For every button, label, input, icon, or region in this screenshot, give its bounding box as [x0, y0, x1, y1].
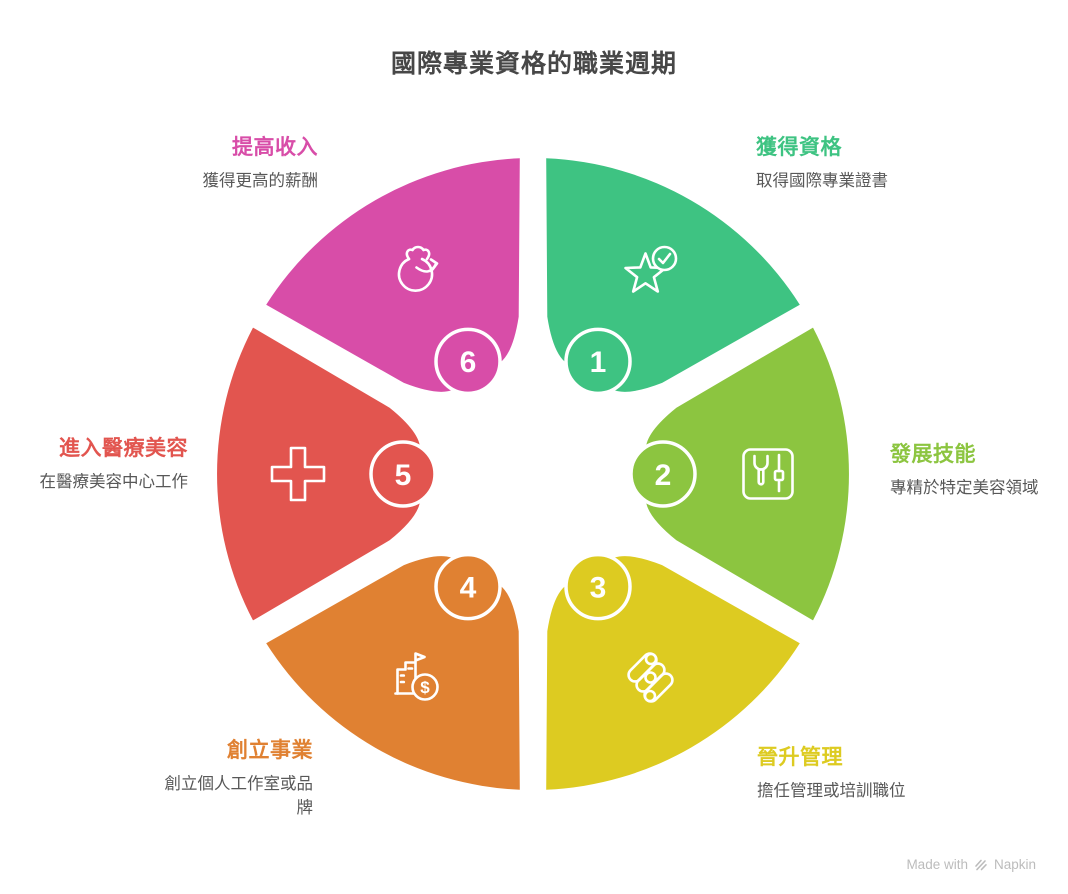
- tools-icon: [742, 448, 794, 500]
- badge-number: 4: [460, 571, 477, 604]
- badge-number: 3: [590, 571, 607, 604]
- badge-number: 6: [460, 346, 477, 379]
- badge-number: 5: [395, 459, 412, 492]
- segment-label-6: 提高收入 獲得更高的薪酬: [203, 135, 319, 194]
- segment-heading: 提高收入: [232, 136, 318, 159]
- segment-label-5: 進入醫療美容 在醫療美容中心工作: [40, 436, 189, 495]
- svg-text:$: $: [420, 678, 430, 697]
- segment-description: 在醫療美容中心工作: [39, 473, 189, 492]
- segment-1-number-badge: 1: [564, 327, 632, 396]
- segment-5-wedge: [217, 327, 421, 621]
- segment-2-wedge: [645, 327, 849, 621]
- segment-description: 擔任管理或培訓職位: [757, 782, 906, 801]
- building-dollar-icon: $: [394, 652, 439, 701]
- segment-5-number-badge: 5: [369, 440, 437, 508]
- badge-circle: [434, 552, 502, 621]
- footer-brand: Napkin: [993, 857, 1036, 872]
- badge-number: 1: [590, 346, 607, 379]
- segment-4-number-badge: 4: [434, 552, 502, 621]
- segment-description: 取得國際專業證書: [756, 172, 888, 191]
- badge-number: 2: [655, 459, 672, 492]
- segment-6-number-badge: 6: [434, 327, 502, 396]
- growth-steps-icon: [627, 652, 674, 703]
- segment-heading: 晉升管理: [757, 746, 843, 769]
- segment-label-3: 晉升管理 擔任管理或培訓職位: [757, 745, 906, 804]
- segment-heading: 獲得資格: [756, 136, 842, 159]
- segment-description: 創立個人工作室或品牌: [164, 775, 314, 817]
- segment-description: 專精於特定美容領域: [890, 479, 1039, 498]
- segment-label-1: 獲得資格 取得國際專業證書: [756, 135, 888, 194]
- segment-label-2: 發展技能 專精於特定美容領域: [890, 442, 1039, 501]
- badge-circle: [564, 327, 632, 396]
- money-bag-icon: [397, 245, 439, 292]
- badge-circle: [629, 440, 697, 508]
- segment-description: 獲得更高的薪酬: [202, 172, 319, 191]
- page-title: 國際專業資格的職業週期: [390, 50, 677, 78]
- medical-cross-icon: [270, 446, 326, 502]
- segment-2-number-badge: 2: [629, 440, 697, 508]
- segment-heading: 創立事業: [227, 739, 313, 762]
- made-with-napkin-link[interactable]: Made with Napkin: [906, 857, 1036, 872]
- footer-prefix: Made with: [906, 857, 968, 872]
- napkin-logo-icon: [975, 859, 987, 870]
- segment-label-4: 創立事業 創立個人工作室或品牌: [161, 738, 314, 820]
- badge-circle: [564, 552, 632, 621]
- badge-circle: [434, 327, 502, 396]
- star-check-icon: [624, 245, 678, 293]
- segment-heading: 進入醫療美容: [59, 437, 188, 460]
- segment-3-number-badge: 3: [564, 552, 632, 621]
- segment-heading: 發展技能: [890, 443, 976, 466]
- badge-circle: [369, 440, 437, 508]
